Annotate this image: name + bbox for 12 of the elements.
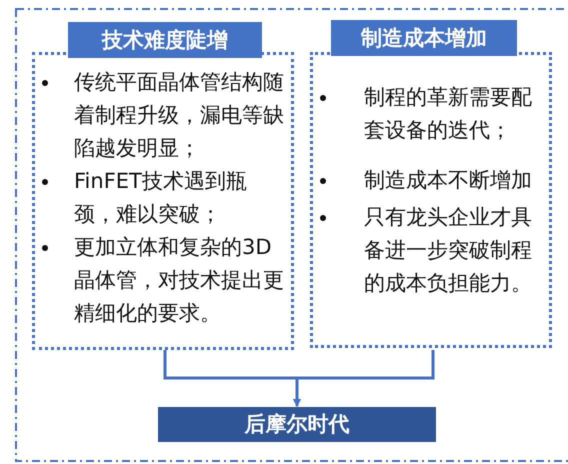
bullet-text: 传统平面晶体管结构随着制程升级，漏电等缺陷越发明显； — [74, 69, 284, 162]
arrow — [293, 350, 434, 407]
content-panel — [32, 52, 294, 350]
heading-label: 制造成本增加 — [331, 20, 517, 56]
content-panel — [310, 52, 552, 348]
bullet-text: FinFET技术遇到瓶颈，难以突破； — [74, 168, 248, 228]
bullet-text: 更加立体和复杂的3D晶体管，对技术提出更精细化的要求。 — [74, 234, 284, 327]
bullet-text: 只有龙头企业才具备进一步突破制程的成本负担能力。 — [364, 204, 533, 297]
result-box: 后摩尔时代 — [158, 407, 436, 442]
bullet-text: 制造成本不断增加 — [364, 167, 533, 194]
heading-label: 技术难度陡增 — [68, 22, 262, 58]
bullet-text: 制程的革新需要配套设备的迭代； — [364, 84, 533, 144]
